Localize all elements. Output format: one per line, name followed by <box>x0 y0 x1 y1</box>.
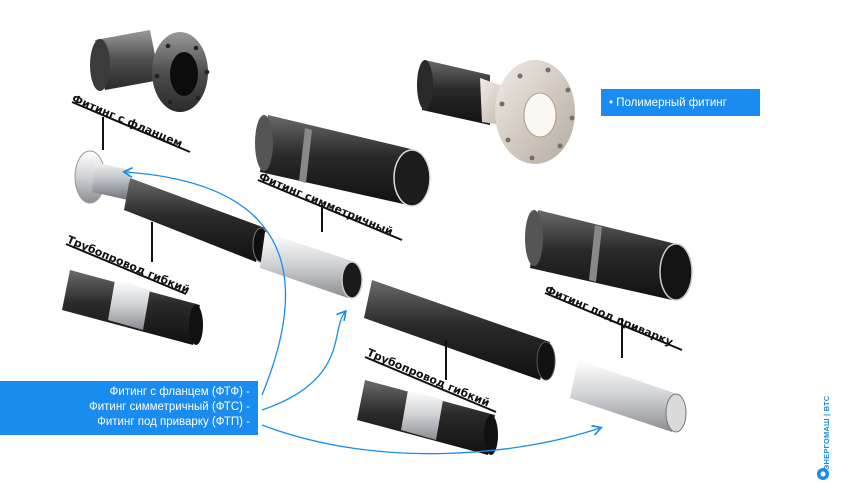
symmetric-fitting-image <box>255 115 431 207</box>
legend-item-fts: Фитинг симметричный (ФТС) - <box>88 401 250 413</box>
assembly-left <box>74 150 270 263</box>
legend-item-ftp: Фитинг под приварку (ФТП) - <box>97 416 250 428</box>
flange-fitting-image <box>90 30 210 112</box>
hose-sample-left <box>62 270 203 345</box>
hose-sample-right <box>357 380 498 455</box>
fitting-legend: Фитинг с фланцем (ФТФ) - Фитинг симметри… <box>0 381 258 435</box>
assembly-right <box>570 360 687 433</box>
pointer-arrows <box>125 172 600 455</box>
label-lines <box>65 101 683 413</box>
brand-logo-icon <box>817 468 829 480</box>
polymer-fitting-image <box>417 60 575 164</box>
legend-item-ftf: Фитинг с фланцем (ФТФ) - <box>109 386 250 398</box>
weld-fitting-image <box>525 210 693 301</box>
brand-name: ЭНЕРГОМАШ | ВТС <box>822 395 831 470</box>
assembly-middle <box>260 232 556 381</box>
polymer-fitting-label: • Полимерный фитинг <box>601 89 760 116</box>
